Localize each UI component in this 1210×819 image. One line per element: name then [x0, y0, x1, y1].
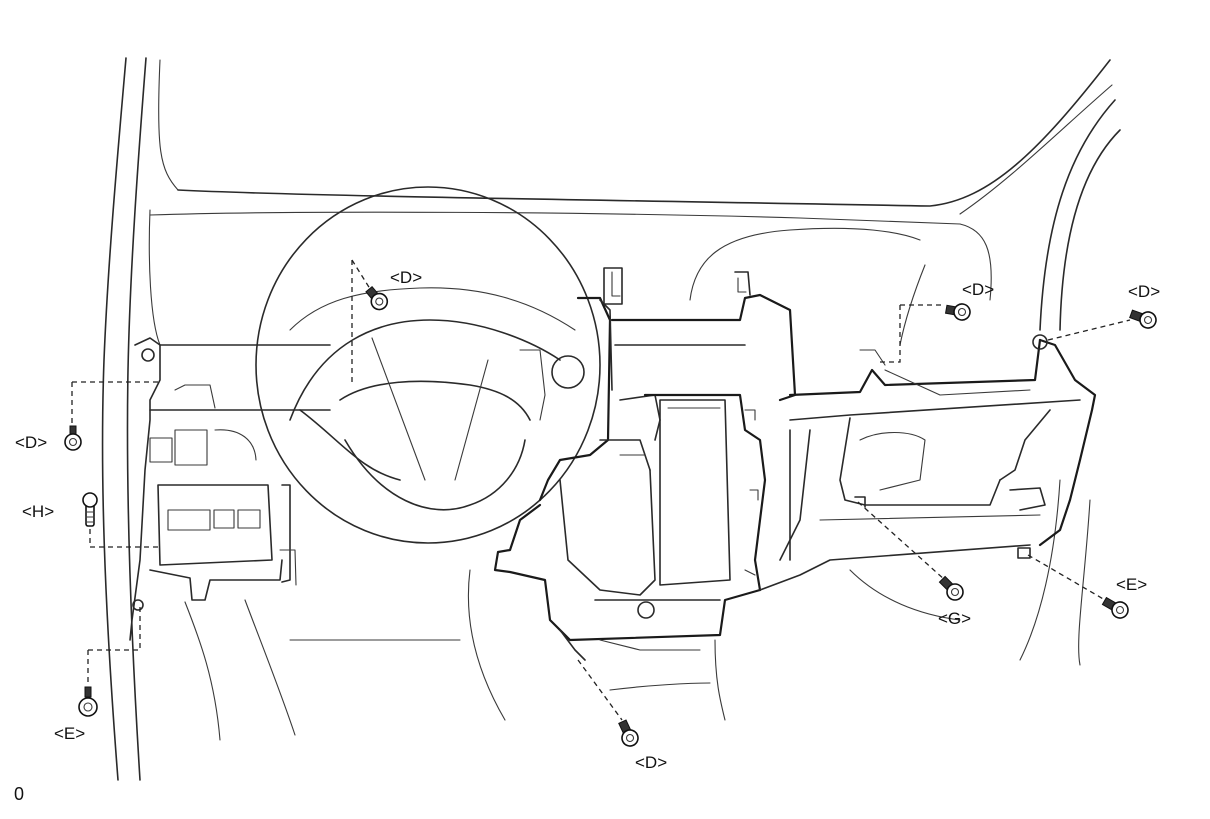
- right-bracket: [759, 334, 1097, 621]
- bolt-icon: [618, 719, 639, 747]
- label-d-far-right: <D>: [1128, 282, 1160, 301]
- bolt-icon: [365, 285, 389, 311]
- floor-lines: [184, 569, 726, 741]
- center-bracket: [493, 267, 797, 661]
- bolt-icon: [938, 575, 964, 601]
- bolt-icon: [944, 303, 971, 321]
- label-d-left: <D>: [15, 433, 47, 452]
- label-d-steering: <D>: [390, 268, 422, 287]
- bolt-icon: [78, 686, 98, 717]
- left-a-pillar: [101, 57, 179, 781]
- left-side-bracket: [129, 337, 331, 641]
- bolt-icon: [1129, 309, 1157, 329]
- leader-lines: [71, 259, 1131, 721]
- windshield-edge: [177, 59, 1113, 215]
- label-d-bottom: <D>: [635, 753, 667, 772]
- label-e-left: <E>: [54, 724, 85, 743]
- right-a-pillar: [1019, 99, 1121, 666]
- bolt-icon: [64, 425, 82, 451]
- label-d-center-right: <D>: [962, 280, 994, 299]
- bolt-icon: [1101, 596, 1129, 619]
- label-h-left: <H>: [22, 502, 54, 521]
- figure-id: 0: [14, 784, 25, 804]
- label-e-right: <E>: [1116, 575, 1147, 594]
- bolt-icon: [82, 492, 98, 527]
- label-g-right: <G>: [938, 609, 971, 628]
- steering-wheel: [255, 186, 601, 544]
- upper-dash-panel: [148, 209, 992, 346]
